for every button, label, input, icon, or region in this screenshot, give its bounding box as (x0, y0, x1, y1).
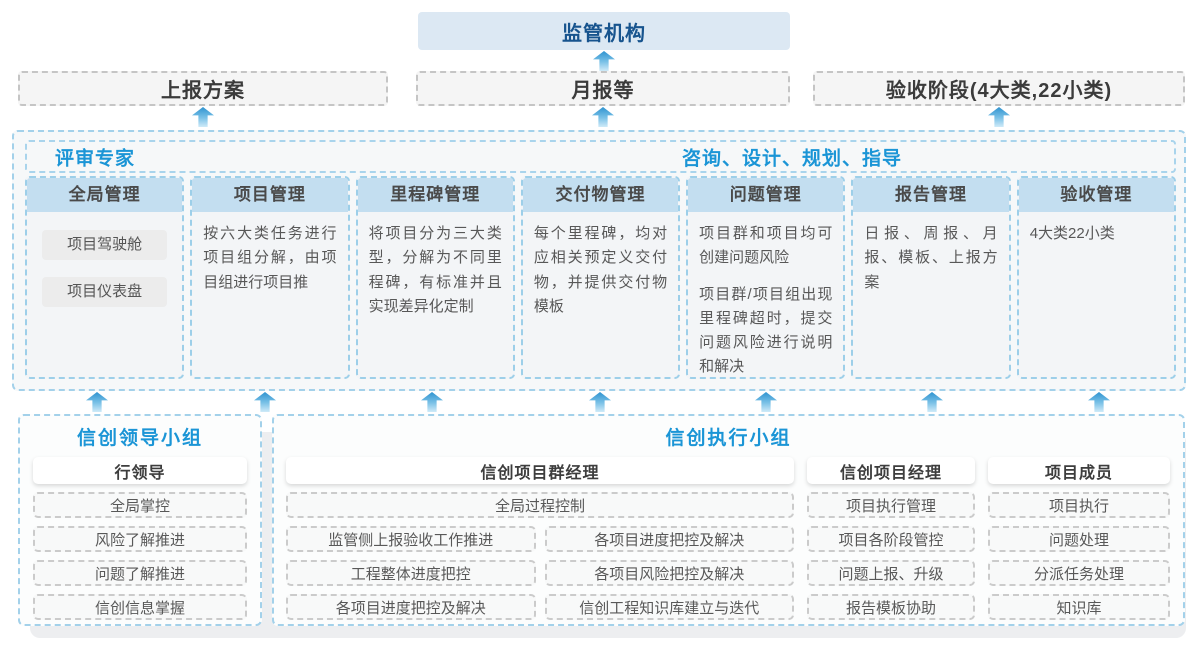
report-box-monthly: 月报等 (416, 71, 790, 106)
column-issue-mgmt: 问题管理 项目群和项目均可创建问题风险 项目群/项目组出现里程碑超时，提交问题风… (686, 176, 846, 379)
management-platform: 评审专家 咨询、设计、规划、指导 全局管理 项目驾驶舱 项目仪表盘 项目管理 按… (12, 130, 1186, 391)
project-member-column: 项目成员 项目执行 问题处理 分派任务处理 知识库 (988, 457, 1170, 620)
expert-strip: 评审专家 咨询、设计、规划、指导 (25, 140, 1176, 173)
role-program-manager: 信创项目群经理 (286, 457, 794, 484)
column-body: 4大类22小类 (1019, 212, 1174, 256)
column-text: 项目群和项目均可创建问题风险 (699, 225, 833, 267)
column-global-mgmt: 全局管理 项目驾驶舱 项目仪表盘 (25, 176, 185, 379)
column-text: 将项目分为三大类型，分解为不同里程碑，有标准并且实现差异化定制 (368, 225, 502, 315)
column-project-mgmt: 项目管理 按六大类任务进行项目组分解，由项目组进行项目推 (190, 176, 350, 379)
column-text: 日报、周报、月报、模板、上报方案 (864, 225, 998, 291)
up-arrow-icon (755, 392, 777, 412)
task-item: 项目执行 (988, 492, 1170, 518)
column-header: 问题管理 (688, 178, 844, 212)
task-item: 项目执行管理 (807, 492, 975, 518)
review-experts-title: 评审专家 (55, 148, 136, 169)
task-item: 项目各阶段管控 (807, 526, 975, 552)
task-item: 问题上报、升级 (807, 560, 975, 586)
report-box-acceptance: 验收阶段(4大类,22小类) (813, 71, 1185, 106)
leader-group: 信创领导小组 行领导 全局掌控 风险了解推进 问题了解推进 信创信息掌握 (18, 414, 262, 626)
column-text: 项目群/项目组出现里程碑超时，提交问题风险进行说明和解决 (699, 285, 833, 376)
task-item: 监管侧上报验收工作推进 (286, 526, 536, 552)
chip-project-dashboard: 项目仪表盘 (42, 277, 168, 307)
task-item: 工程整体进度把控 (286, 560, 536, 586)
task-item: 全局过程控制 (286, 492, 794, 518)
column-body: 按六大类任务进行项目组分解，由项目组进行项目推 (192, 212, 347, 305)
column-text: 每个里程碑，均对应相关预定义交付物，并提供交付物模板 (533, 225, 668, 315)
column-header: 报告管理 (853, 178, 1009, 212)
up-arrow-icon (254, 392, 276, 412)
column-body: 日报、周报、月报、模板、上报方案 (853, 212, 1008, 305)
column-text: 4大类22小类 (1029, 225, 1115, 242)
up-arrow-icon (1088, 392, 1110, 412)
program-manager-column: 信创项目群经理 全局过程控制 监管侧上报验收工作推进 各项目进度把控及解决 工程… (286, 457, 794, 620)
column-header: 里程碑管理 (357, 178, 513, 212)
management-columns: 全局管理 项目驾驶舱 项目仪表盘 项目管理 按六大类任务进行项目组分解，由项目组… (25, 176, 1176, 379)
column-body: 项目群和项目均可创建问题风险 项目群/项目组出现里程碑超时，提交问题风险进行说明… (688, 212, 843, 377)
task-item: 信创工程知识库建立与迭代 (544, 594, 794, 620)
task-item: 各项目进度把控及解决 (286, 594, 536, 620)
column-header: 项目管理 (192, 178, 348, 212)
consulting-title: 咨询、设计、规划、指导 (682, 148, 903, 169)
up-arrow-icon (593, 51, 615, 71)
task-item: 分派任务处理 (988, 560, 1170, 586)
up-arrow-icon (421, 392, 443, 412)
column-deliverable-mgmt: 交付物管理 每个里程碑，均对应相关预定义交付物，并提供交付物模板 (520, 176, 681, 379)
up-arrow-icon (192, 107, 214, 127)
report-box-plan: 上报方案 (18, 71, 388, 106)
column-milestone-mgmt: 里程碑管理 将项目分为三大类型，分解为不同里程碑，有标准并且实现差异化定制 (355, 176, 515, 379)
column-body: 项目驾驶舱 项目仪表盘 (27, 212, 182, 317)
role-project-member: 项目成员 (988, 457, 1170, 484)
task-item: 各项目进度把控及解决 (544, 526, 794, 552)
task-item: 问题了解推进 (33, 560, 247, 586)
up-arrow-icon (921, 392, 943, 412)
up-arrow-icon (86, 392, 108, 412)
executor-columns: 信创项目群经理 全局过程控制 监管侧上报验收工作推进 各项目进度把控及解决 工程… (286, 457, 1170, 620)
task-item: 风险了解推进 (33, 526, 247, 552)
column-body: 将项目分为三大类型，分解为不同里程碑，有标准并且实现差异化定制 (358, 212, 513, 329)
role-bank-leadership: 行领导 (33, 457, 247, 484)
task-item: 问题处理 (988, 526, 1170, 552)
column-body: 每个里程碑，均对应相关预定义交付物，并提供交付物模板 (523, 212, 678, 329)
leader-group-title: 信创领导小组 (76, 428, 203, 449)
regulator-box: 监管机构 (418, 12, 790, 50)
column-header: 验收管理 (1018, 178, 1174, 212)
up-arrow-icon (589, 392, 611, 412)
up-arrow-icon (988, 107, 1010, 127)
up-arrow-icon (592, 107, 614, 127)
program-manager-task-grid: 监管侧上报验收工作推进 各项目进度把控及解决 工程整体进度把控 各项目风险把控及… (286, 518, 794, 620)
executor-group: 信创执行小组 信创项目群经理 全局过程控制 监管侧上报验收工作推进 各项目进度把… (272, 414, 1185, 626)
column-report-mgmt: 报告管理 日报、周报、月报、模板、上报方案 (851, 176, 1011, 379)
role-project-manager: 信创项目经理 (807, 457, 975, 484)
column-acceptance-mgmt: 验收管理 4大类22小类 (1016, 176, 1176, 379)
task-item: 信创信息掌握 (33, 594, 247, 620)
column-header: 全局管理 (27, 178, 183, 212)
project-manager-column: 信创项目经理 项目执行管理 项目各阶段管控 问题上报、升级 报告模板协助 (807, 457, 975, 620)
task-item: 知识库 (988, 594, 1170, 620)
task-item: 各项目风险把控及解决 (544, 560, 794, 586)
column-header: 交付物管理 (522, 178, 679, 212)
executor-group-title: 信创执行小组 (665, 428, 792, 449)
chip-project-cockpit: 项目驾驶舱 (42, 230, 168, 260)
task-item: 全局掌控 (33, 492, 247, 518)
task-item: 报告模板协助 (807, 594, 975, 620)
column-text: 按六大类任务进行项目组分解，由项目组进行项目推 (203, 225, 337, 291)
